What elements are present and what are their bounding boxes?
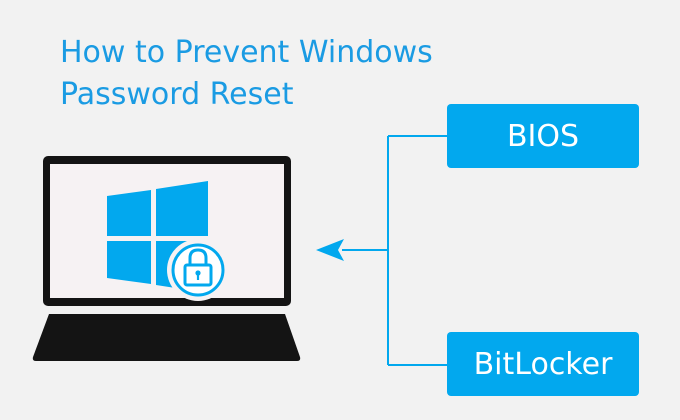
option-box-bitlocker: BitLocker (447, 332, 639, 396)
lock-shackle (188, 248, 208, 266)
option-label-bitlocker: BitLocker (473, 346, 613, 382)
lock-badge-ring (171, 243, 225, 297)
laptop-illustration (32, 156, 301, 361)
windows-pane-top-right (156, 181, 208, 236)
option-box-bios: BIOS (447, 104, 639, 168)
title-line-1: How to Prevent Windows (60, 35, 433, 70)
option-label-bios: BIOS (506, 118, 580, 154)
page-title: How to Prevent Windows Password Reset (60, 32, 440, 116)
connector-lines (316, 135, 447, 366)
lock-icon (167, 239, 229, 301)
laptop-base (32, 314, 301, 361)
windows-pane-top-left (107, 190, 151, 236)
windows-pane-bottom-left (107, 241, 151, 284)
title-line-2: Password Reset (60, 77, 294, 112)
lock-body (183, 263, 213, 287)
arrow-left-icon (316, 239, 344, 261)
lock-keyhole (195, 270, 201, 276)
